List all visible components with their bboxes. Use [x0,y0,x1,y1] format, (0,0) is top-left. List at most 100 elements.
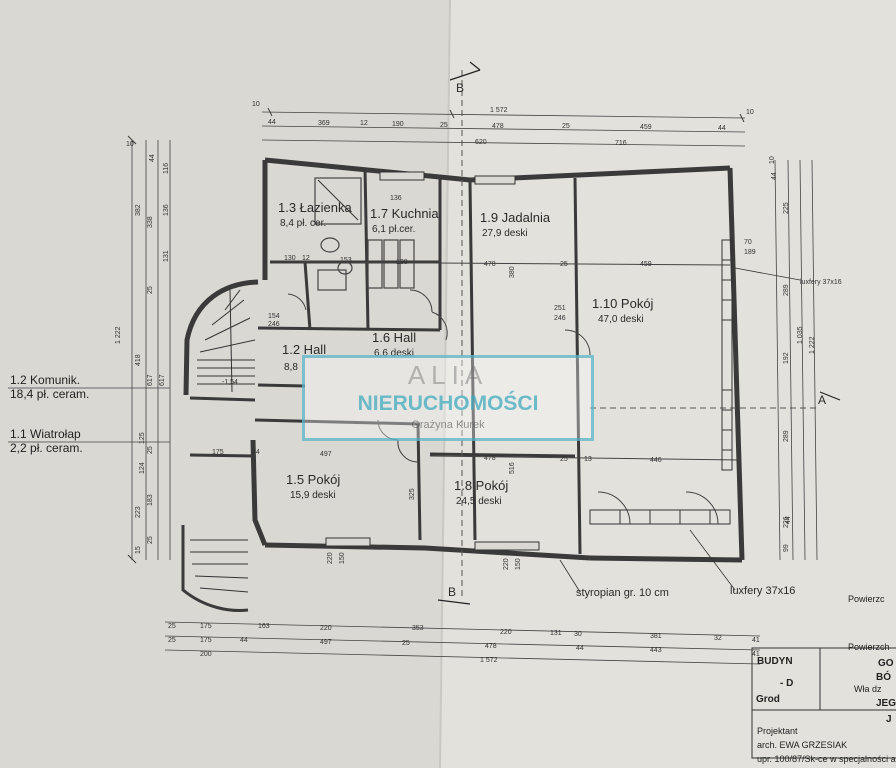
bathroom-fixtures [314,177,362,291]
glass-blocks [589,239,733,525]
tb-bo: BÓ [876,670,891,683]
dim-label: 459 [640,261,652,268]
dim-label: 131 [550,630,562,637]
dim-label: 220 [320,625,332,632]
side-room-wiatrolap-name: 1.1 Wiatrołap [10,427,81,441]
dim-label: 10 [126,141,134,148]
dim-label: 12 [360,120,368,127]
dim-label: 251 [554,305,566,312]
dim-label: 246 [554,315,566,322]
dim-label: 175 [200,637,212,644]
tb-j: J [886,714,892,725]
dim-label: 154 [268,313,280,320]
dim-label: 289 [783,430,790,442]
dim-label: 25 [147,536,154,544]
dim-label: 617 [159,374,166,386]
dim-label: 44 [149,154,156,162]
dim-label: 1 222 [809,336,816,354]
room-labels: 1.3 Łazienka 8,4 pł. cer. 1.7 Kuchnia 6,… [278,200,654,507]
axis-lines [461,70,820,600]
dim-label: 116 [163,163,170,174]
tb-arch: arch. EWA GRZESIAK [757,740,847,750]
dim-label: 478 [485,643,497,650]
room-lazienka-name: 1.3 Łazienka [278,200,352,215]
windows [325,171,540,551]
dim-label: 183 [147,494,154,506]
dim-label: 1 572 [480,657,498,664]
dim-label: 381 [650,633,662,640]
tb-wls: Wła dz [854,684,882,694]
watermark-top-text: ALIA [407,360,489,390]
dim-label: 44 [785,516,792,524]
dim-label: 338 [147,216,154,228]
dim-label: 446 [650,457,662,464]
title-block-frame [751,647,896,759]
dim-label: 13 [584,456,592,463]
door-swings [287,289,719,525]
dim-label: 10 [746,109,754,116]
dim-label: 99 [783,544,790,552]
dim-label: 44 [718,125,726,132]
section-marker-bottom: B [448,585,456,599]
dim-bottom-row1: 25 175 163 220 353 220 131 30 381 32 41 [168,623,760,644]
dim-label: 190 [392,121,404,128]
tb-powierz1: Powierzc [848,594,885,604]
dim-label: 1 035 [797,326,804,344]
room-pokoj15-area: 15,9 deski [290,490,336,501]
dim-label: 131 [163,250,170,262]
dim-label: 25 [402,640,410,647]
dimension-ticks [127,107,745,564]
dim-label: 41 [752,637,760,644]
tb-budyn: BUDYN [757,656,793,667]
luxfery-bottom-label: luxfery 37x16 [730,585,795,597]
dim-label: 25 [562,123,570,130]
dim-label: 382 [135,204,142,216]
dim-label: 223 [135,506,142,518]
watermark-logo: ALIA NIERUCHOMOŚCI Grażyna Kurek [302,355,594,441]
dim-top-row1: 10 1 572 10 [252,101,754,116]
side-room-komunik-area: 18,4 pł. ceram. [10,387,89,401]
dim-label: 10 [769,156,776,164]
staircase [190,289,256,593]
dim-label: 25 [560,456,568,463]
dim-label: 516 [509,462,516,474]
side-room-labels: 1.2 Komunik. 18,4 pł. ceram. 1.1 Wiatroł… [10,373,89,455]
room-pokoj18-name: 1.8 Pokój [454,478,508,493]
dim-right: 1 222 1 035 225 289 192 289 226 99 44 44… [769,156,816,552]
leaders [559,267,801,593]
dim-top-row2: 44 369 12 190 25 478 25 459 44 [268,119,726,132]
dim-label: 150 [339,552,346,564]
dim-label: 478 [484,261,496,268]
room-pokoj110-area: 47,0 deski [598,314,644,325]
dim-label: 1 572 [490,107,508,114]
room-jadalnia-area: 27,9 deski [482,228,528,239]
tb-jeg: JEG [876,698,896,709]
stair-level-mark: -1,54 [222,379,238,386]
section-marker-top: B [456,81,464,95]
dim-label: 136 [163,204,170,216]
dim-label: 220 [500,629,512,636]
dim-label: 32 [714,635,722,642]
dim-label: 25 [168,623,176,630]
dim-label: 136 [390,195,402,202]
dim-label: 10 [252,101,260,108]
tb-powierz2: Powierzch [848,642,890,652]
dim-label: 418 [135,354,142,366]
room-lazienka-area: 8,4 pł. cer. [280,218,326,229]
dim-label: 459 [640,124,652,131]
dim-label: 246 [268,321,280,328]
styropian-label: styropian gr. 10 cm [576,587,669,599]
dim-label: 41 [752,651,760,658]
dim-label: 138 [396,259,408,266]
dim-bottom-row2: 25 175 44 497 25 478 44 443 41 [168,637,760,658]
luxfery-top-label: luxfery 37x16 [800,279,842,286]
dim-label: 478 [492,123,504,130]
dim-label: 443 [650,647,662,654]
watermark-main-text: NIERUCHOMOŚCI [357,392,539,415]
dim-label: 226 [783,516,790,528]
dim-left: 10 1 222 382 418 617 223 44 338 25 617 2… [115,141,170,554]
markers: B B A [448,81,826,599]
side-room-komunik-name: 1.2 Komunik. [10,373,80,387]
dim-label: 30 [574,631,582,638]
